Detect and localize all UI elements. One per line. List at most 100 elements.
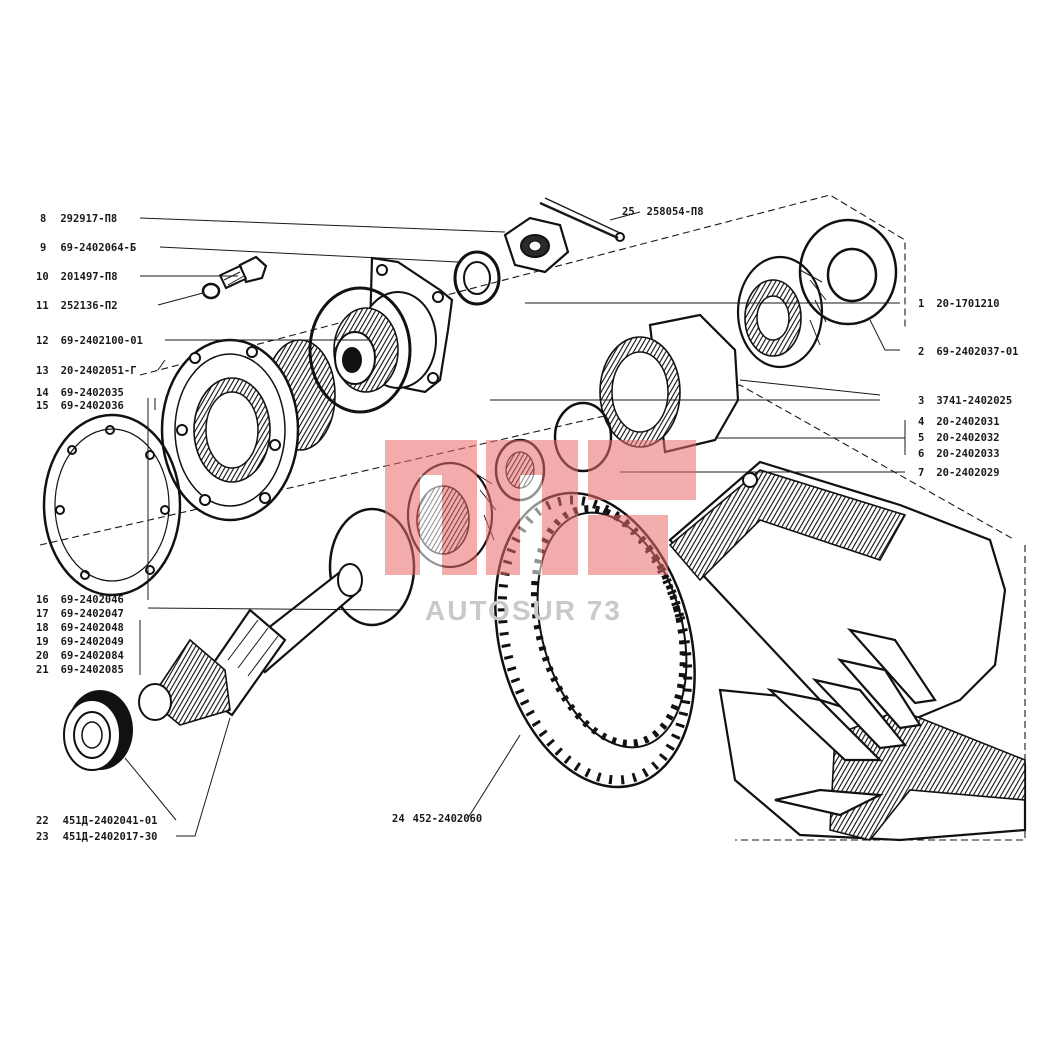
axle-housing-part	[668, 460, 1027, 842]
part-code: 69-2402084	[61, 650, 124, 662]
o-ring-part	[308, 286, 412, 414]
part-num: 10	[36, 271, 49, 283]
part-labels-right: 1 20-1701210 2 69-2402037-01 3 3741-2402025…	[918, 298, 1019, 479]
part-code: 258054-П8	[647, 206, 704, 218]
part-code: 20-2402031	[936, 416, 999, 428]
part-num: 1	[918, 298, 924, 310]
part-code: 452-2402060	[413, 813, 483, 825]
part-num: 4	[918, 416, 924, 428]
assembly-guide-upper	[139, 194, 906, 376]
castle-nut-part	[503, 216, 570, 274]
part-num: 22	[36, 815, 49, 827]
washer-part	[453, 250, 501, 306]
svg-text:720-2402029: 7 20-2402029	[918, 467, 1000, 479]
tapered-roller-bearing-part	[736, 255, 827, 369]
part-code: 252136-П2	[61, 300, 118, 312]
part-num: 6	[918, 448, 924, 460]
bearing-cup-part	[599, 313, 740, 454]
part-code: 20-2402051-Г	[61, 365, 137, 377]
part-num: 9	[40, 242, 46, 254]
part-code: 20-1701210	[936, 298, 999, 310]
svg-text:120-1701210: 1 20-1701210	[918, 298, 1000, 310]
part-code: 20-2402029	[936, 467, 999, 479]
part-num: 3	[918, 395, 924, 407]
part-code: 69-2402048	[61, 622, 124, 634]
roller-bearing-part	[63, 690, 133, 771]
part-code: 20-2402033	[936, 448, 999, 460]
svg-text:520-2402032: 5 20-2402032	[918, 432, 1000, 444]
part-num: 21	[36, 664, 49, 676]
part-code: 69-2402035	[61, 387, 124, 399]
part-num: 13	[36, 365, 49, 377]
part-code: 20-2402032	[936, 432, 999, 444]
svg-text:420-2402031: 4 20-2402031	[918, 416, 1000, 428]
adjusting-ring-part	[553, 401, 613, 473]
part-num: 2	[918, 346, 924, 358]
svg-text:620-2402033: 6 20-2402033	[918, 448, 1000, 460]
part-code: 201497-П8	[61, 271, 118, 283]
part-num: 5	[918, 432, 924, 444]
part-num: 24	[392, 813, 405, 825]
part-code: 69-2402064-Б	[60, 242, 136, 254]
bolt-part	[201, 255, 268, 300]
part-num: 19	[36, 636, 49, 648]
svg-text:969-2402064-Б: 9 69-2402064-Б	[40, 242, 136, 254]
part-25-label: 25 258054-П8	[622, 206, 704, 218]
part-labels-left: 8 292917-П8 9 69-2402064-Б 10 201497-П8 11 2…	[36, 213, 157, 843]
part-num: 14	[36, 387, 49, 399]
part-num: 17	[36, 608, 49, 620]
part-num: 20	[36, 650, 49, 662]
part-code: 69-2402100-01	[61, 335, 143, 347]
drive-pinion-part	[138, 563, 363, 726]
watermark-text: AUTOSUR 73	[425, 595, 622, 626]
part-code: 69-2402036	[61, 400, 124, 412]
part-num: 25	[622, 206, 635, 218]
part-num: 12	[36, 335, 49, 347]
part-code: 3741-2402025	[936, 395, 1012, 407]
part-code: 451Д-2402017-30	[63, 831, 158, 843]
part-24-label: 24 452-2402060	[392, 813, 482, 825]
flange-part	[333, 256, 454, 394]
part-num: 8	[40, 213, 46, 225]
part-code: 69-2402037-01	[936, 346, 1018, 358]
part-code: 292917-П8	[60, 213, 117, 225]
part-code: 69-2402046	[61, 594, 124, 606]
svg-text:269-2402037-01: 2 69-2402037-01	[918, 346, 1019, 358]
part-code: 451Д-2402041-01	[63, 815, 158, 827]
part-num: 15	[36, 400, 49, 412]
part-num: 16	[36, 594, 49, 606]
bearing-cage-part	[160, 338, 336, 522]
leader-lines-left	[124, 211, 641, 837]
part-num: 23	[36, 831, 49, 843]
thrust-washer-part	[798, 218, 898, 326]
part-code: 69-2402049	[61, 636, 124, 648]
assembly-guide-middle	[39, 384, 1016, 546]
part-code: 69-2402085	[61, 664, 124, 676]
cotter-pin-part	[539, 197, 625, 242]
shim-gasket-part	[42, 413, 182, 597]
assembly-guide-lower	[735, 545, 1026, 841]
part-num: 7	[918, 467, 924, 479]
part-num: 18	[36, 622, 49, 634]
part-num: 11	[36, 300, 49, 312]
watermark-logo	[385, 440, 696, 575]
part-code: 69-2402047	[61, 608, 124, 620]
